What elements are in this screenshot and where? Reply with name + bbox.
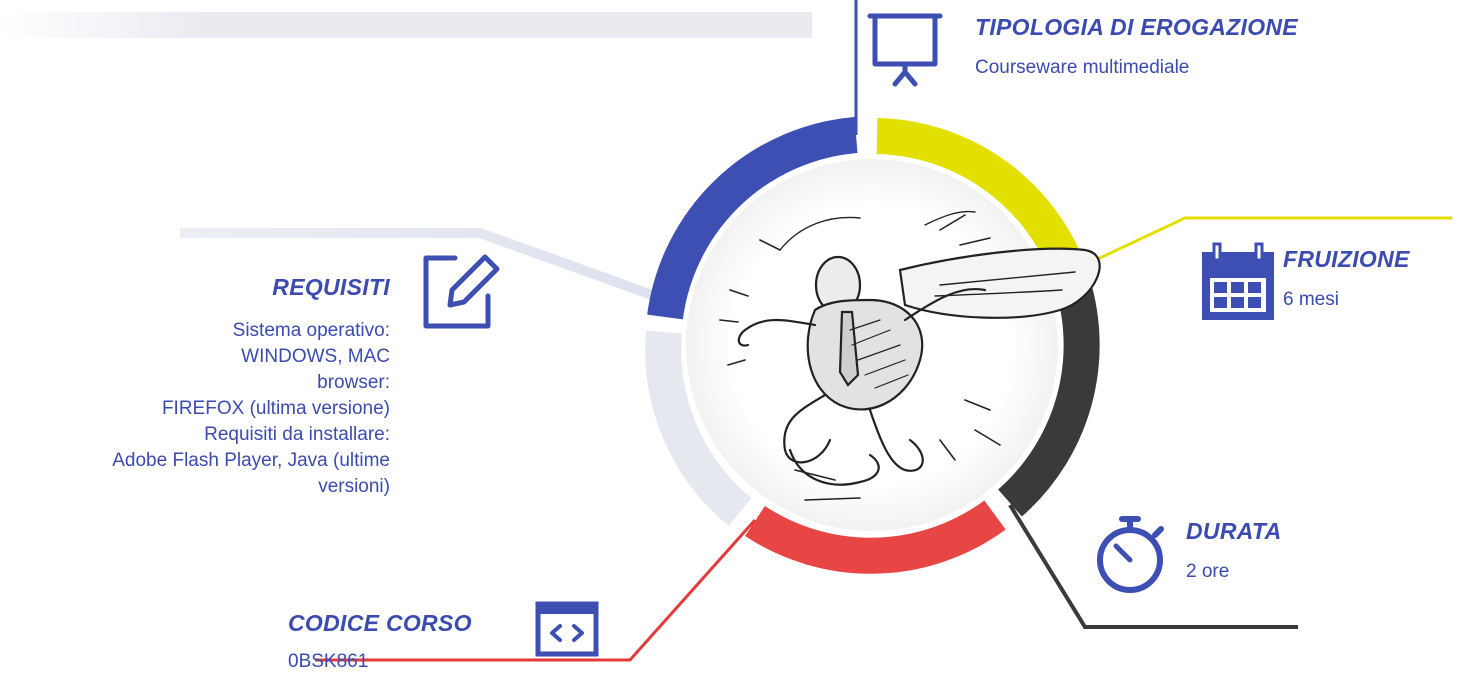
requisiti-details: Sistema operativo: WINDOWS, MAC browser:… (112, 318, 390, 500)
durata-value: 2 ore (1186, 561, 1230, 582)
requisiti-line: Sistema operativo: (232, 320, 390, 341)
code-window-icon (535, 601, 599, 657)
requisiti-connector-line (180, 228, 682, 310)
requisiti-line: Adobe Flash Player, Java (ultime (112, 450, 390, 471)
sketch-businessman-illustration (719, 210, 1101, 501)
ring-segment-blue (647, 117, 858, 320)
calendar-icon (1202, 242, 1274, 320)
fruizione-title: FRUIZIONE (1283, 246, 1410, 272)
durata-connector-line (1008, 503, 1298, 629)
fruizione-value: 6 mesi (1283, 289, 1339, 310)
codice-title: CODICE CORSO (288, 610, 472, 636)
tipologia-title: TIPOLOGIA DI EROGAZIONE (975, 14, 1298, 40)
requisiti-line: FIREFOX (ultima versione) (161, 398, 390, 419)
requisiti-line: browser: (317, 372, 390, 393)
fruizione-connector-line (1084, 216, 1452, 267)
requisiti-line: versioni) (318, 476, 390, 497)
top-decorative-bar (0, 12, 812, 38)
ring-segment-yellow (876, 118, 1082, 270)
durata-title: DURATA (1186, 518, 1282, 544)
ring-segment-red (745, 500, 1006, 574)
codice-connector-line (315, 519, 757, 662)
requisiti-line: WINDOWS, MAC (241, 346, 390, 367)
codice-value: 0BSK861 (288, 651, 369, 672)
requisiti-title: REQUISITI (272, 274, 390, 300)
stopwatch-icon (1097, 516, 1164, 593)
tipologia-value: Courseware multimediale (975, 57, 1190, 78)
presentation-board-icon (867, 13, 943, 87)
edit-icon (423, 254, 500, 329)
ring-segment-lightgray (645, 330, 752, 526)
requisiti-line: Requisiti da installare: (204, 424, 390, 445)
